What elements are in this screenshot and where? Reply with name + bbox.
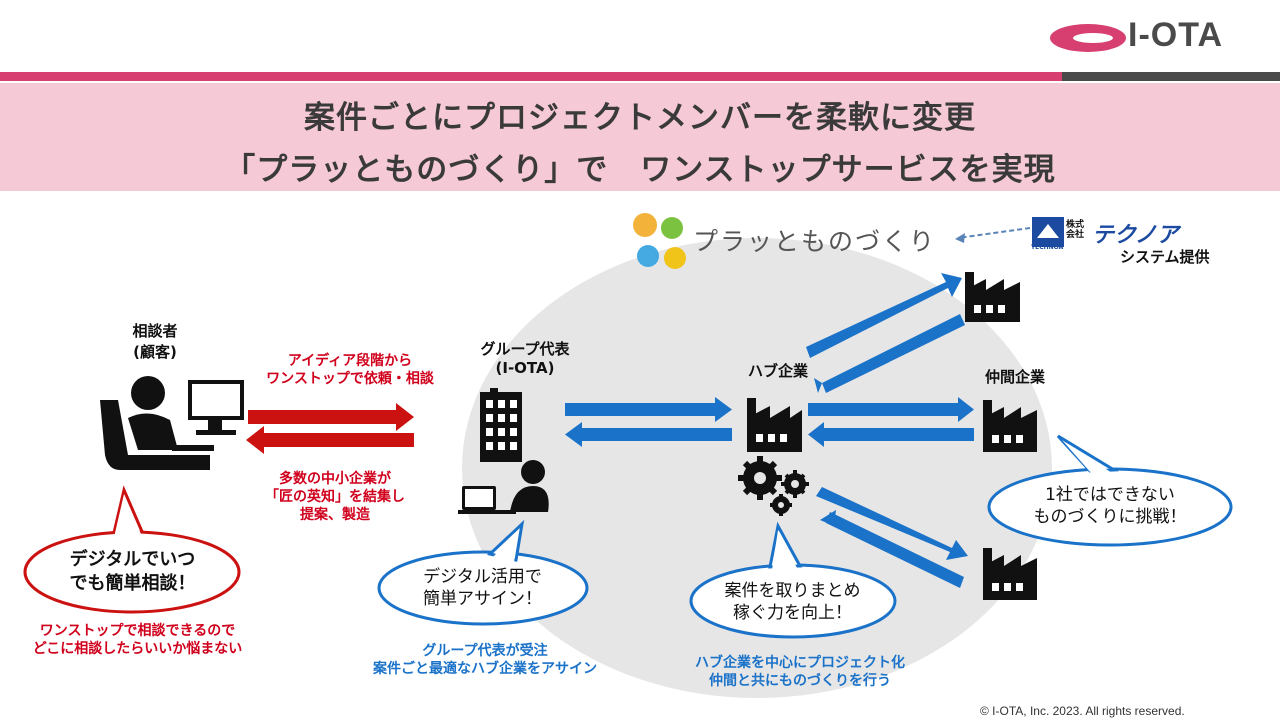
customer-caption-1: ワンストップで相談できるので xyxy=(39,623,236,639)
partner-bubble-2: ものづくりに挑戦！ xyxy=(1033,507,1187,527)
group-speech-bubble xyxy=(377,519,589,626)
accent-bar-gray xyxy=(1062,72,1280,81)
customer-speech-bubble xyxy=(23,485,241,614)
bottom-arrow-caption-1: 多数の中小企業が xyxy=(279,471,391,487)
group-caption: グループ代表が受注 案件ごと最適なハブ企業をアサイン xyxy=(345,642,625,678)
partner-bubble-1: 1社ではできない xyxy=(1045,485,1175,505)
bottom-arrow-caption: 多数の中小企業が 「匠の英知」を結集し 提案、製造 xyxy=(240,470,430,524)
hub-caption: ハブ企業を中心にプロジェクト化 仲間と共にものづくりを行う xyxy=(660,654,940,690)
partner-factory-icon-top xyxy=(965,272,1020,322)
tecnoa-logo-sub: 株式 会社 xyxy=(1066,220,1085,240)
platform-name: プラッとものづくり xyxy=(693,227,937,256)
customer-label: 相談者 (顧客) xyxy=(110,320,200,362)
tecnoa-logo-badge: TECHNOA xyxy=(1031,244,1064,251)
hub-caption-2: 仲間と共にものづくりを行う xyxy=(709,673,891,689)
brand-name: I-OTA xyxy=(1128,16,1224,54)
group-label-2: (I-OTA) xyxy=(495,359,555,377)
customer-label-2: (顧客) xyxy=(133,343,177,361)
partner-factory-icon-bottom xyxy=(983,548,1037,600)
group-bubble-2: 簡単アサイン！ xyxy=(423,589,542,609)
group-caption-2: 案件ごと最適なハブ企業をアサイン xyxy=(373,661,597,677)
red-arrows xyxy=(246,403,414,454)
group-caption-1: グループ代表が受注 xyxy=(422,643,548,659)
group-bubble-1: デジタル活用で xyxy=(423,567,542,587)
customer-bubble-text: デジタルでいつ でも簡単相談！ xyxy=(40,548,225,596)
laptop-user-icon xyxy=(458,460,549,514)
tecnoa-logo-text: テクノア xyxy=(1092,223,1179,248)
platform-logo-icon xyxy=(633,213,686,269)
top-arrow-caption-1: アイディア段階から xyxy=(287,353,413,369)
hub-speech-bubble xyxy=(689,521,897,639)
customer-icon xyxy=(100,376,244,470)
customer-caption: ワンストップで相談できるので どこに相談したらいいか悩まない xyxy=(0,622,275,658)
group-hub-arrows xyxy=(565,397,732,447)
page-title-line1: 案件ごとにプロジェクトメンバーを柔軟に変更 xyxy=(304,100,976,136)
group-label: グループ代表 (I-OTA) xyxy=(455,338,595,377)
hub-bubble-2: 稼ぐ力を向上！ xyxy=(733,603,852,623)
hub-caption-1: ハブ企業を中心にプロジェクト化 xyxy=(695,655,905,671)
hub-bubble-1: 案件を取りまとめ xyxy=(724,581,861,601)
customer-bubble-1: デジタルでいつ xyxy=(69,549,196,570)
group-bubble-text: デジタル活用で 簡単アサイン！ xyxy=(400,566,565,610)
provider-link-arrow xyxy=(957,227,1031,239)
provider-label: システム提供 xyxy=(1120,248,1210,266)
top-arrow-caption-2: ワンストップで依頼・相談 xyxy=(266,371,434,387)
bottom-arrow-caption-2: 「匠の英知」を結集し xyxy=(265,489,405,505)
customer-bubble-2: でも簡単相談！ xyxy=(69,573,196,594)
page-title-line2: 「プラッとものづくり」で ワンストップサービスを実現 xyxy=(224,152,1056,188)
hub-label: ハブ企業 xyxy=(747,362,808,380)
partners-label: 仲間企業 xyxy=(984,368,1045,386)
bottom-arrow-caption-3: 提案、製造 xyxy=(300,507,370,523)
hub-bubble-text: 案件を取りまとめ 稼ぐ力を向上！ xyxy=(705,580,880,624)
customer-caption-2: どこに相談したらいいか悩まない xyxy=(32,641,243,657)
partner-speech-bubble xyxy=(987,434,1233,547)
building-icon xyxy=(480,388,522,462)
gears-icon xyxy=(738,456,809,516)
group-label-1: グループ代表 xyxy=(480,340,570,358)
copyright: © I-OTA, Inc. 2023. All rights reserved. xyxy=(980,704,1185,718)
hub-factory-icon xyxy=(747,398,802,452)
title-banner xyxy=(0,83,1280,191)
top-arrow-caption: アイディア段階から ワンストップで依頼・相談 xyxy=(240,352,460,388)
partner-bubble-text: 1社ではできない ものづくりに挑戦！ xyxy=(1010,484,1210,528)
partner-factory-icon-mid xyxy=(983,400,1037,452)
accent-bar xyxy=(0,72,1062,81)
tecnoa-logo xyxy=(1032,217,1064,247)
hub-partner-arrows xyxy=(806,273,974,588)
customer-label-1: 相談者 xyxy=(132,322,178,340)
